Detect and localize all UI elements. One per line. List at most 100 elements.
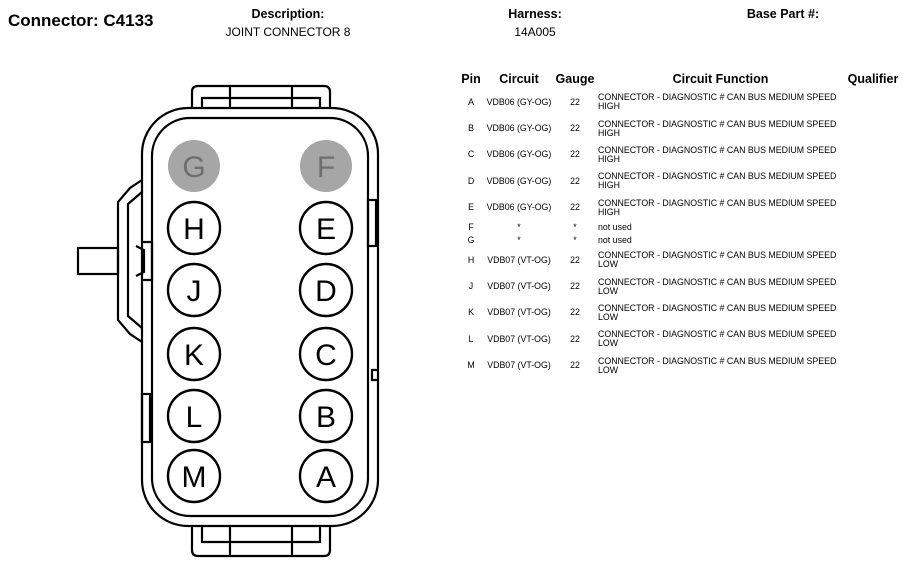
housing-inner: [150, 116, 370, 518]
pin-cell: J: [468, 281, 474, 292]
cavity-j: [166, 262, 222, 318]
circuit-cell: *: [517, 234, 521, 245]
description-label: Description:: [251, 7, 325, 21]
cavity-label-m: M: [182, 461, 207, 494]
cavity-h: [166, 200, 222, 256]
cavity-label-g: G: [182, 151, 205, 184]
pin-cell: L: [468, 333, 474, 344]
right-rib-lower: [370, 368, 378, 382]
pin-cell: G: [467, 234, 475, 245]
pin-row-g: G**not used: [456, 234, 903, 247]
top-latch-inner: [200, 96, 322, 108]
cavity-label-e: E: [316, 213, 336, 246]
base-part-label: Base Part #:: [746, 7, 820, 21]
qualifier-cell: [843, 273, 903, 299]
qualifier-header: Qualifier: [847, 72, 899, 86]
gauge-cell: 22: [570, 333, 580, 344]
function-cell: CONNECTOR - DIAGNOSTIC # CAN BUS MEDIUM …: [598, 355, 837, 375]
cavity-label-b: B: [316, 401, 336, 434]
gauge-cell: *: [573, 221, 577, 232]
qualifier-cell: [843, 326, 903, 352]
pin-row-a: A VDB06 (GY-OG) 22 CONNECTOR - DIAGNOSTIC #…: [456, 89, 903, 115]
gauge-cell: 22: [570, 96, 580, 107]
cavity-label-k: K: [184, 339, 204, 372]
circuit-cell: VDB07 (VT-OG): [487, 307, 551, 318]
circuit-header: Circuit: [499, 72, 539, 86]
pin-cell: M: [467, 360, 475, 371]
pin-table: Pin Circuit Gauge Circuit Function Quali…: [456, 72, 903, 379]
cavity-label-c: C: [315, 339, 337, 372]
function-cell: CONNECTOR - DIAGNOSTIC # CAN BUS MEDIUM …: [598, 302, 837, 322]
qualifier-cell: [843, 142, 903, 168]
circuit-cell: VDB06 (GY-OG): [486, 202, 552, 213]
pin-cell: E: [468, 202, 474, 213]
circuit-cell: VDB06 (GY-OG): [486, 149, 552, 160]
cavity-label-f: F: [317, 151, 335, 184]
circuit-cell: VDB06 (GY-OG): [486, 123, 552, 134]
description-value: JOINT CONNECTOR 8: [225, 25, 351, 39]
cavity-m: [166, 448, 222, 504]
cavity-l: [166, 388, 222, 444]
pin-cell: H: [467, 254, 475, 265]
left-lock-key: [76, 246, 120, 276]
pin-cell: B: [468, 123, 474, 134]
qualifier-cell: [843, 89, 903, 115]
circuit-cell: *: [517, 221, 521, 232]
pin-cell: A: [468, 96, 474, 107]
connector-title: Connector: C4133: [8, 11, 154, 30]
qualifier-cell: [843, 195, 903, 221]
circuit-function-header: Circuit Function: [672, 72, 769, 86]
pin-row-b: B VDB06 (GY-OG) 22 CONNECTOR - DIAGNOSTIC #…: [456, 115, 903, 141]
gauge-cell: 22: [570, 175, 580, 186]
top-latch-outer: [190, 84, 332, 108]
function-cell: CONNECTOR - DIAGNOSTIC # CAN BUS MEDIUM …: [598, 171, 837, 191]
function-cell: CONNECTOR - DIAGNOSTIC # CAN BUS MEDIUM …: [598, 92, 837, 112]
pin-row-f: F**not used: [456, 221, 903, 234]
gauge-cell: 22: [570, 149, 580, 160]
bottom-latch-outer: [190, 526, 332, 558]
qualifier-cell: [843, 300, 903, 326]
function-cell: CONNECTOR - DIAGNOSTIC # CAN BUS MEDIUM …: [598, 197, 837, 217]
pin-table-header: Pin Circuit Gauge Circuit Function Quali…: [456, 72, 903, 89]
cavity-label-h: H: [183, 213, 205, 246]
left-rib-lower: [140, 392, 152, 444]
cavity-label-j: J: [187, 275, 202, 308]
left-lock-slot: [142, 240, 154, 282]
cavity-label-l: L: [186, 401, 203, 434]
cavity-f: [300, 140, 352, 192]
pin-cell: D: [467, 175, 475, 186]
pin-cell: F: [468, 221, 474, 232]
circuit-cell: VDB06 (GY-OG): [486, 175, 552, 186]
pin-header: Pin: [461, 72, 481, 86]
right-rib-upper: [366, 198, 378, 248]
housing-outer: [140, 106, 380, 528]
gauge-cell: 22: [570, 254, 580, 265]
circuit-cell: VDB06 (GY-OG): [486, 96, 552, 107]
cavity-c: [298, 326, 354, 382]
cavity-g: [168, 140, 220, 192]
pin-row-k: K VDB07 (VT-OG) 22 CONNECTOR - DIAGNOSTIC #…: [456, 300, 903, 326]
cavity-b: [298, 388, 354, 444]
cavity-d: [298, 262, 354, 318]
circuit-cell: VDB07 (VT-OG): [487, 254, 551, 265]
cavity-label-d: D: [315, 275, 337, 308]
gauge-cell: 22: [570, 123, 580, 134]
gauge-cell: 22: [570, 281, 580, 292]
pin-cell: C: [467, 149, 475, 160]
cavity-k: [166, 326, 222, 382]
qualifier-cell: [843, 234, 903, 247]
circuit-cell: VDB07 (VT-OG): [487, 360, 551, 371]
harness-value: 14A005: [514, 25, 556, 39]
pin-cell: K: [468, 307, 474, 318]
function-cell: CONNECTOR - DIAGNOSTIC # CAN BUS MEDIUM …: [598, 118, 837, 138]
pin-row-d: D VDB06 (GY-OG) 22 CONNECTOR - DIAGNOSTIC #…: [456, 168, 903, 194]
function-cell: CONNECTOR - DIAGNOSTIC # CAN BUS MEDIUM …: [598, 329, 837, 349]
circuit-cell: VDB07 (VT-OG): [487, 281, 551, 292]
gauge-cell: 22: [570, 307, 580, 318]
